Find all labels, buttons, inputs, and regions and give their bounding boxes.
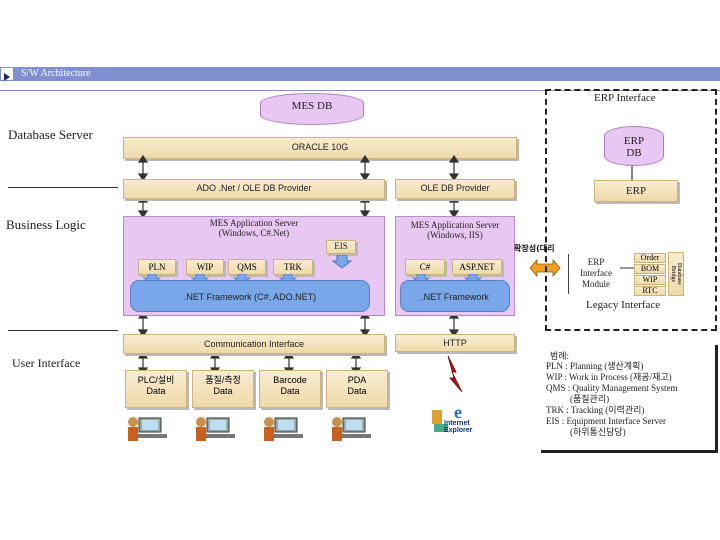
module-trk-label: TRK [284,262,302,272]
http-bar [395,334,515,352]
legend-line: TRK : Tracking (이력관리) [546,405,645,415]
legend-line: PLN : Planning (생산계획) [546,361,644,371]
http-label: HTTP [443,338,467,348]
workstation-user-icons [128,416,372,442]
app-server-net-label: MES Application Server (Windows, C#.Net) [209,218,299,238]
communication-interface-label: Communication Interface [203,339,305,349]
legacy-interface-label: Legacy Interface [586,299,661,311]
module-pln [138,259,176,275]
erp-item-order [634,253,666,263]
legend-box [541,345,718,453]
module-aspnet-label: ASP.NET [459,262,495,272]
net-framework-label: .NET Framework [421,292,489,302]
layer-label-user-interface: User Interface [12,356,81,370]
oledb-provider-label: OLE DB Provider [420,183,490,193]
erp-bar [594,180,678,202]
layer-divider [8,187,118,188]
erp-item-rtc-label: RTC [642,286,658,295]
ado-provider-label: ADO .Net / OLE DB Provider [196,183,312,193]
client-box-barcode [259,370,321,408]
legend-line: EIS : Equipment Interface Server [546,416,666,426]
net-framework-full [130,280,370,312]
lightning-icon [447,355,463,393]
play-icon [0,67,14,81]
mes-db-cylinder [260,93,364,125]
module-wip [186,259,224,275]
page-title: S/W Architecture [21,68,91,79]
legend-title: 범례: [550,351,570,361]
ie-logo-text: Internet Explorer [444,420,473,434]
erp-item-bom [634,264,666,274]
module-qms-label: QMS [237,262,257,272]
bridge-label: 확장성(대리 [514,244,555,253]
erp-db-cylinder [604,126,664,166]
erp-db-label: ERP DB [623,135,645,159]
module-wip-label: WIP [196,262,214,272]
divider [0,90,720,91]
net-framework-full-label: .NET Framework (C#, ADO.NET) [183,292,317,302]
oledb-provider-bar [395,179,515,199]
layer-label-business-logic: Business Logic [6,217,86,232]
erp-item-order-label: Order [640,253,660,262]
module-pln-label: PLN [148,262,166,272]
erp-interface-module-divider [568,254,622,294]
legend-line: WIP : Work in Process (재공/재고) [546,372,672,382]
svg-text:e: e [454,402,462,422]
oracle-label: ORACLE 10G [291,142,349,152]
eis-label: EIS [334,241,348,251]
erp-interface-module-label: ERP Interface Module [580,257,612,289]
internet-explorer-logo: e [432,402,484,436]
module-qms [228,259,266,275]
client-label-pda: PDA Data [347,375,367,396]
legend-line: (품질관리) [570,394,610,404]
oracle-bar [123,137,517,159]
erp-item-bom-label: BOM [640,264,660,273]
layer-divider [8,330,118,331]
layer-label-database-server: Database Server [8,127,93,142]
client-label-barcode: Barcode Data [273,375,307,396]
database-bridge-box [668,252,684,296]
eis-down-arrow-icon [332,255,352,269]
client-box-pda [326,370,388,408]
client-label-quality: 품질/측정 Data [205,375,241,396]
communication-interface-bar [123,334,385,354]
erp-interface-frame [545,89,717,331]
net-framework [400,280,510,312]
title-bar [0,67,720,81]
erp-bar-label: ERP [625,185,647,197]
database-bridge-label: Database Bridge [670,263,682,285]
eis-box [326,240,356,254]
client-box-plc [125,370,187,408]
erp-item-rtc [634,286,666,296]
client-box-quality [192,370,254,408]
erp-interface-title: ERP Interface [594,92,656,104]
module-trk [273,259,313,275]
client-label-plc: PLC/설비 Data [137,375,175,396]
erp-item-wip-label: WIP [642,275,658,284]
mes-db-label: MES DB [291,100,333,112]
ado-provider-bar [123,179,385,199]
app-server-iis-label: MES Application Server (Windows, IIS) [410,220,500,240]
legend-line: QMS : Quality Management System [546,383,678,393]
module-csharp-label: C# [419,262,431,272]
legend-line: (하위통신담당) [570,427,626,437]
erp-item-wip [634,275,666,285]
